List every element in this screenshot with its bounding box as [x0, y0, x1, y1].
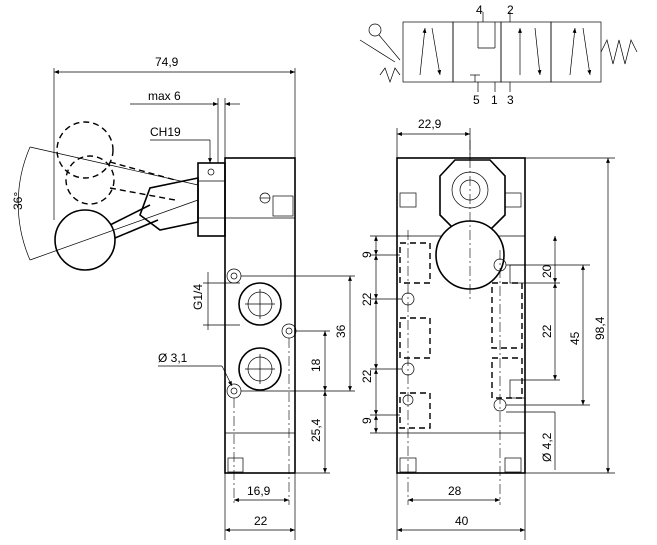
dim-pitch-top: 9: [360, 251, 374, 258]
dim-pitch-bottom: 9: [360, 417, 374, 424]
dim-side-width-a: 16,9: [247, 484, 271, 498]
dim-pitch-a: 22: [360, 292, 374, 306]
valve-symbol: 4 2 5 1 3: [359, 3, 638, 107]
dim-max-stroke: max 6: [148, 89, 181, 103]
dim-base-28: 28: [448, 484, 462, 498]
angle-label: 36°: [11, 192, 25, 210]
dim-overall-length: 74,9: [155, 55, 179, 69]
side-view: 36° 74,9 max 6 CH19 G1/4 Ø 3,1 36 18: [11, 55, 355, 540]
dim-right-20: 20: [540, 264, 554, 278]
dim-right-45: 45: [568, 331, 582, 345]
port-lower: [238, 347, 282, 391]
port-1-label: 1: [491, 93, 498, 107]
port-3-label: 3: [507, 93, 514, 107]
dim-thread-port: G1/4: [191, 284, 205, 310]
dim-port-height-c: 25,4: [309, 418, 323, 442]
front-body: [396, 157, 526, 474]
dim-right-22: 22: [540, 324, 554, 338]
hex-nut: [197, 162, 226, 237]
dim-mount-hole-left: Ø 3,1: [158, 351, 188, 365]
front-view: 22,9 9 22 22 9 20 22 45 98,4 Ø: [360, 117, 615, 540]
dim-side-width-b: 22: [254, 514, 268, 528]
spring-right-icon: [600, 38, 638, 65]
spring-left-icon: [379, 67, 401, 84]
dim-mount-hole-right: Ø 4,2: [540, 432, 554, 462]
lever-knob-icon: [368, 23, 382, 37]
port-upper: [238, 282, 282, 326]
dim-port-height-a: 36: [334, 324, 348, 338]
port-2-label: 2: [507, 3, 514, 17]
hex-head: [439, 159, 506, 231]
dim-wrench-size: CH19: [150, 125, 181, 139]
side-body: [224, 157, 296, 474]
port-5-label: 5: [473, 93, 480, 107]
dim-pitch-b: 22: [360, 369, 374, 383]
dim-overall-height: 98,4: [593, 316, 607, 340]
dim-base-40: 40: [455, 514, 469, 528]
dim-port-height-b: 18: [309, 358, 323, 372]
port-4-label: 4: [476, 3, 483, 17]
dim-top-offset: 22,9: [418, 117, 442, 131]
